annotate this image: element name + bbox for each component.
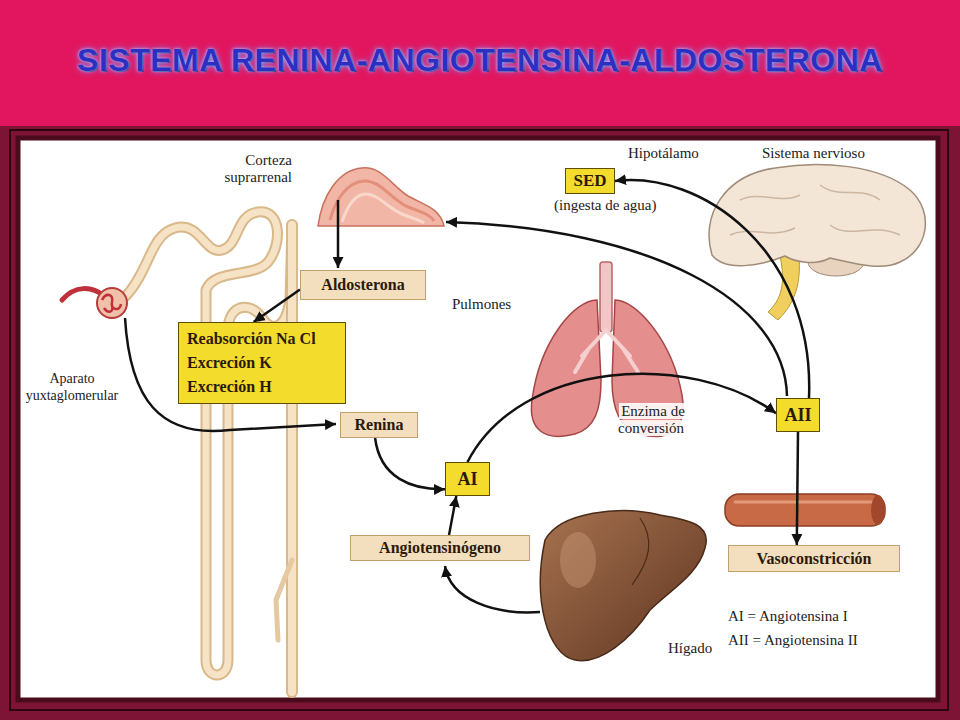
duct-branch xyxy=(276,560,292,640)
vessel-lumen xyxy=(871,495,885,525)
enzyme-label: Enzima de conversión xyxy=(600,403,704,437)
brain-stem xyxy=(768,256,799,320)
vessel-highlight xyxy=(735,501,872,504)
brain xyxy=(709,164,925,320)
thirst-box: SED(ingesta de agua) xyxy=(565,168,615,194)
effects-box: Reabsorción Na ClExcreción KExcreción H xyxy=(178,322,346,404)
label-text: AI = Angiotensina I xyxy=(728,608,848,624)
label-text: Corteza suprarrenal xyxy=(225,152,292,185)
label-text: Enzima de conversión xyxy=(618,403,686,436)
flow-arrow xyxy=(449,496,456,535)
liver xyxy=(540,511,706,661)
organ-label: Pulmones xyxy=(452,296,511,313)
flow-arrow xyxy=(446,222,787,396)
slide-title: SISTEMA RENINA-ANGIOTENSINA-ALDOSTERONA xyxy=(0,42,960,79)
key-entry: AII = Angiotensina II xyxy=(728,632,858,649)
box-label: Angiotensinógeno xyxy=(379,538,501,558)
box-label: AII xyxy=(784,405,811,425)
box-note: Excreción H xyxy=(187,375,272,399)
box-label: Renina xyxy=(355,415,404,435)
trachea xyxy=(600,262,612,332)
cerebrum xyxy=(709,164,925,266)
enzyme-box: Renina xyxy=(340,412,418,438)
box-label: Aldosterona xyxy=(321,275,404,295)
structure-label: Aparato yuxtaglomerular xyxy=(20,370,124,404)
organ-label: Sistema nervioso xyxy=(762,145,865,162)
box-label: Vasoconstricción xyxy=(757,549,872,569)
organ-label: Hígado xyxy=(668,640,712,657)
box-label: Reabsorción Na Cl xyxy=(187,327,316,351)
label-text: Sistema nervioso xyxy=(762,145,865,161)
flow-arrow xyxy=(468,374,777,462)
box-label: SED xyxy=(573,171,606,191)
substrate-box: Angiotensinógeno xyxy=(350,535,530,561)
vessel-body xyxy=(725,494,885,526)
label-text: Aparato yuxtaglomerular xyxy=(26,371,119,403)
label-text: Pulmones xyxy=(452,296,511,312)
label-text: AII = Angiotensina II xyxy=(728,632,858,648)
blood-vessel xyxy=(725,494,885,526)
glomerulus xyxy=(97,288,127,318)
bronchi xyxy=(575,330,638,372)
key-entry: AI = Angiotensina I xyxy=(728,608,848,625)
flow-arrow xyxy=(797,432,798,545)
liver-highlight xyxy=(560,532,596,588)
liver-shape xyxy=(540,511,706,661)
organ-label: Corteza suprarrenal xyxy=(196,152,292,186)
liver-lobe-line xyxy=(632,518,649,585)
brain-gyri xyxy=(730,185,900,235)
nephron xyxy=(62,212,292,692)
flow-arrow xyxy=(375,438,445,489)
hormone-box: Aldosterona xyxy=(300,270,426,300)
capillary-tuft xyxy=(102,295,121,312)
label-text: Hipotálamo xyxy=(628,145,699,161)
flow-arrow xyxy=(445,566,540,612)
adrenal-layer xyxy=(342,194,424,223)
effect-box: Vasoconstricción xyxy=(728,545,900,572)
outer-frame xyxy=(10,130,948,710)
box-note: (ingesta de agua) xyxy=(554,195,656,215)
box-label: AI xyxy=(457,469,477,489)
panel xyxy=(18,138,938,700)
label-text: Hígado xyxy=(668,640,712,656)
tubule xyxy=(126,212,292,675)
angiotensin-box: AI xyxy=(445,462,490,496)
angiotensin-box: AII xyxy=(776,398,820,432)
tubule-outline xyxy=(126,212,292,675)
organ-label: Hipotálamo xyxy=(628,145,699,162)
box-note: Excreción K xyxy=(187,351,272,375)
flow-arrow xyxy=(254,290,300,323)
flow-arrow xyxy=(337,200,340,268)
left-lung xyxy=(531,300,601,436)
